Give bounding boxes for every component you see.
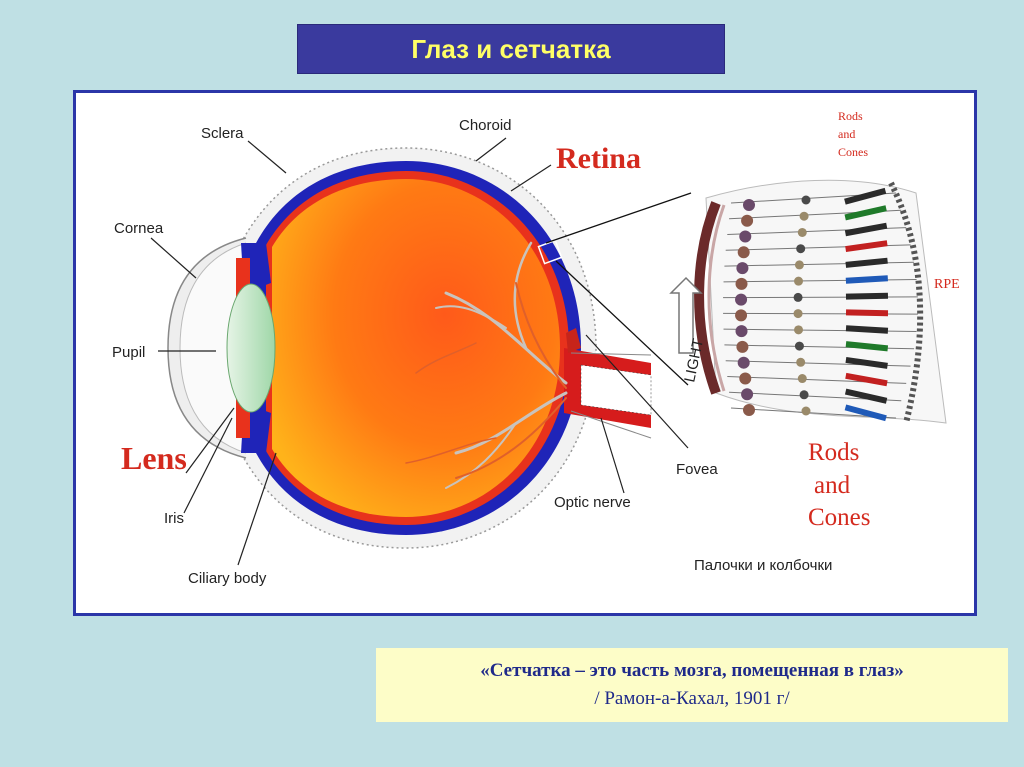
photoreceptor [845,356,888,369]
label-pupil: Pupil [112,344,145,361]
bipolar-cell [794,325,804,335]
photoreceptor [845,275,888,284]
bipolar-cell [793,292,803,302]
bipolar-cell [801,406,811,416]
bipolar-cell [796,357,806,367]
leader-lines [150,137,689,566]
bipolar-cell [797,227,807,237]
title-bar: Глаз и сетчатка [297,24,725,74]
label-lens: Lens [121,440,187,476]
bipolar-cell [799,390,809,400]
ganglion-cell [739,230,752,243]
label-rpe: RPE [934,277,960,292]
label-rods-cones-large-2: and [814,472,851,499]
lens [226,283,276,413]
bipolar-cell [794,260,804,270]
label-rods-cones-small-3: Cones [838,145,868,159]
bipolar-cell [794,276,804,286]
eye-diagram: LIGHT Sclera Choroid Retina Cornea Pupil… [112,109,960,587]
label-retina: Retina [556,142,641,175]
diagram-caption: Палочки и колбочки [694,557,832,574]
bipolar-cell [797,374,807,384]
photoreceptor [845,341,889,352]
eye-diagram-frame: LIGHT Sclera Choroid Retina Cornea Pupil… [73,90,977,616]
ganglion-cell [737,356,750,369]
photoreceptor [845,372,888,387]
ganglion-cell [735,277,748,290]
label-iris: Iris [164,510,184,527]
label-cornea: Cornea [114,220,164,237]
ganglion-cell [735,293,748,306]
photoreceptor [844,205,887,221]
photoreceptor [845,257,888,268]
photoreceptor [844,222,888,237]
quote-text: «Сетчатка – это часть мозга, помещенная … [480,660,904,681]
eyeball [240,147,597,549]
magnify-marker [537,239,563,265]
photoreceptor [844,404,887,422]
label-rods-cones-small-1: Rods [838,109,863,123]
bipolar-cell [796,244,806,254]
retinal-blood-vessels [405,241,568,489]
label-fovea: Fovea [676,461,718,478]
ganglion-cell [743,199,755,211]
ganglion-cell [743,404,755,416]
ganglion-cell [737,246,750,259]
quote-box: «Сетчатка – это часть мозга, помещенная … [376,648,1008,722]
zoom-line-top [545,192,692,244]
photoreceptor [844,187,887,205]
label-rods-cones-large-3: Cones [808,504,871,531]
retinal-cells [723,187,918,422]
label-rods-cones-small-2: and [838,127,855,141]
ganglion-cell [735,325,748,338]
bipolar-cell [794,341,804,351]
ganglion-cell [739,372,752,385]
quote-attribution: / Рамон-а-Кахал, 1901 г/ [594,688,790,709]
label-optic-nerve: Optic nerve [554,494,631,511]
photoreceptor [845,325,889,334]
ganglion-cell [741,388,754,401]
bipolar-cell [793,309,803,319]
zoom-line-bottom [555,260,689,386]
ganglion-cell [741,214,754,227]
ganglion-cell [736,262,749,275]
ganglion-cell [736,340,749,353]
bipolar-cell [799,211,809,221]
label-ciliary-body: Ciliary body [188,570,267,587]
optic-nerve [564,348,652,439]
photoreceptor [845,292,889,300]
bipolar-cell [801,195,811,205]
light-arrow [669,276,703,354]
photoreceptor [844,388,888,404]
slide-title: Глаз и сетчатка [411,33,611,64]
photoreceptor [845,240,888,253]
label-rods-cones-large-1: Rods [808,439,859,466]
ganglion-cell [735,309,748,322]
fovea-spot [566,328,581,353]
label-sclera: Sclera [201,125,244,142]
label-choroid: Choroid [459,117,512,134]
photoreceptor [845,309,889,317]
